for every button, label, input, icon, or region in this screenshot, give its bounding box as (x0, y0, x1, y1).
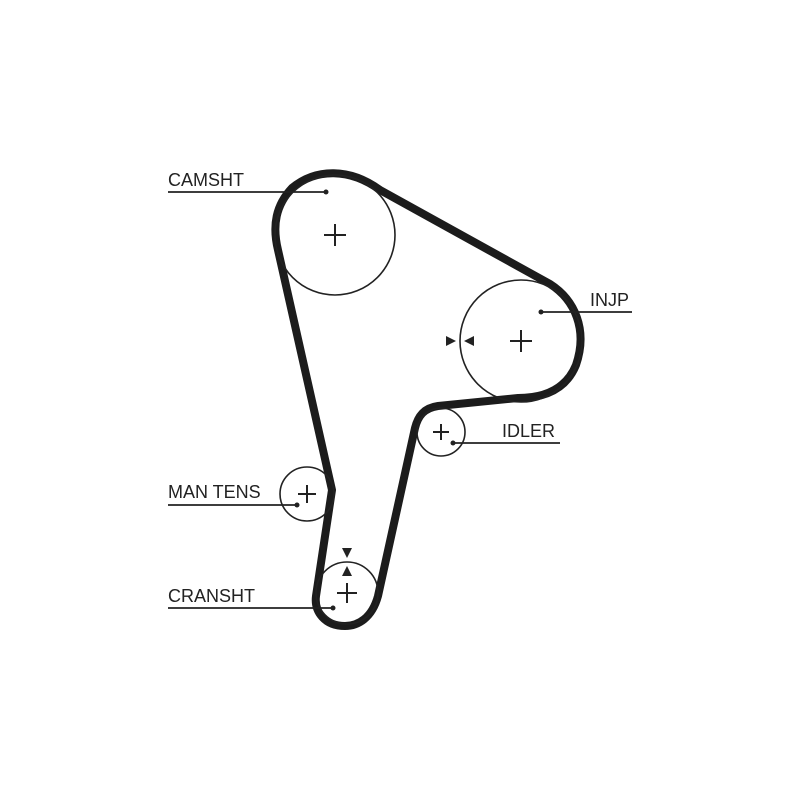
timing-mark-right-arrow (446, 336, 456, 346)
timing-mark-up-arrow (342, 566, 352, 576)
crankshaft-pulley (315, 548, 379, 625)
injection-pump-pulley (446, 279, 583, 403)
crankshaft-label: CRANSHT (168, 586, 255, 606)
idler-label: IDLER (502, 421, 555, 441)
manual-tensioner-pulley (279, 466, 335, 522)
timing-mark-down-arrow (342, 548, 352, 558)
idler-pulley (416, 407, 466, 457)
injection-pump-label: INJP (590, 290, 629, 310)
camshaft-pulley (274, 174, 396, 296)
timing-mark-left-arrow (464, 336, 474, 346)
manual-tensioner-label: MAN TENS (168, 482, 261, 502)
camshaft-label: CAMSHT (168, 170, 244, 190)
